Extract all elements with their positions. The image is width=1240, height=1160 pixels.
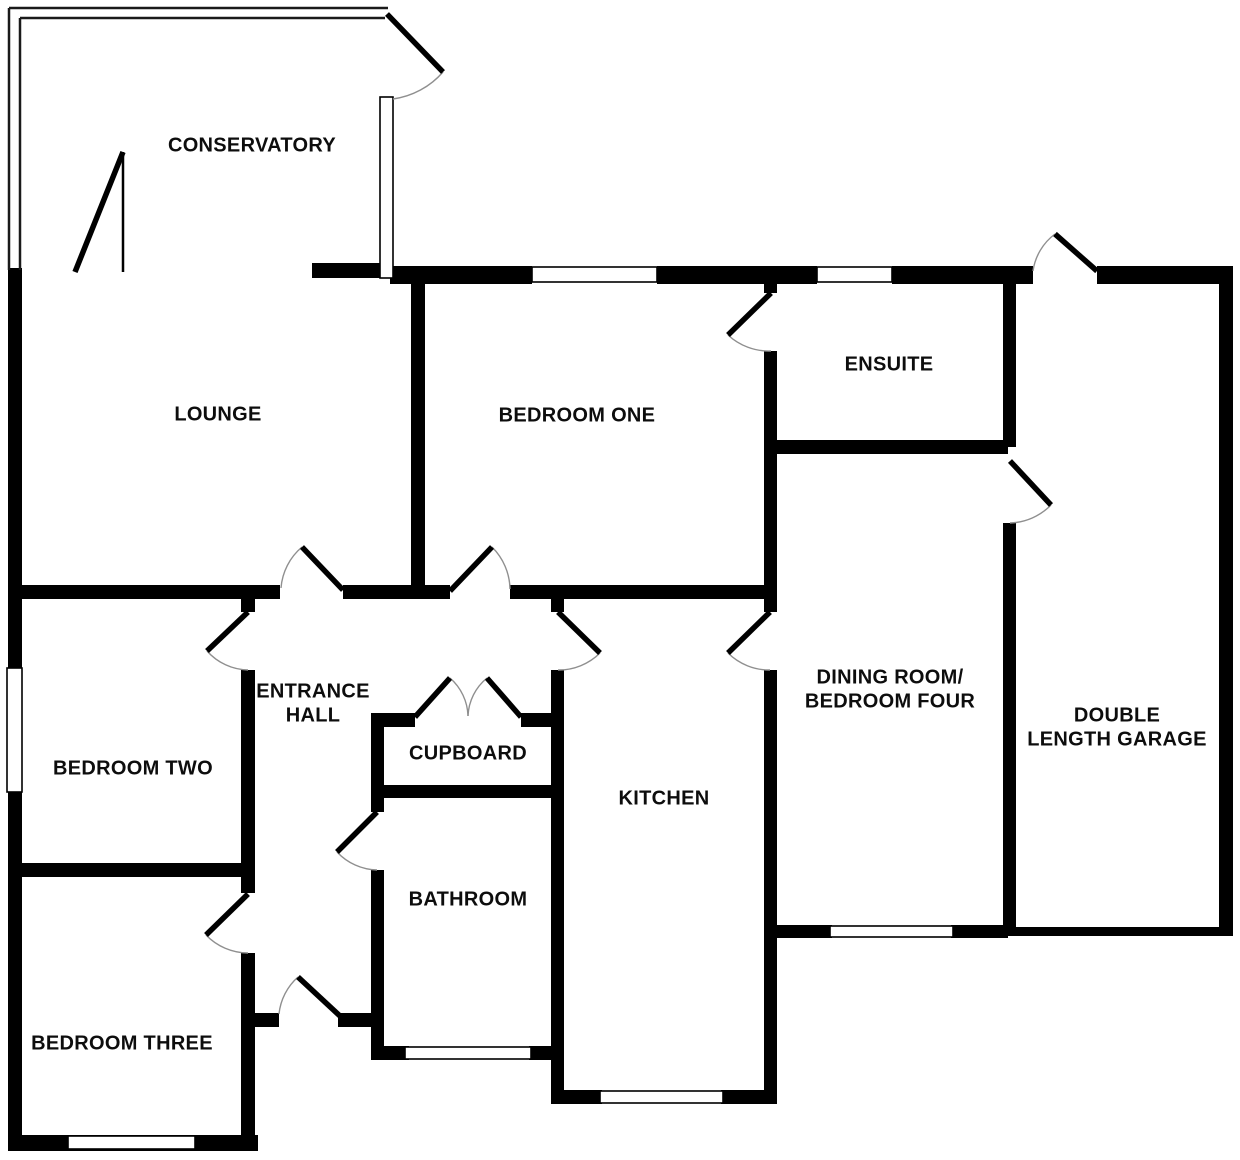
window-dining-window	[829, 925, 954, 938]
kitchen-door-leaf	[556, 610, 602, 655]
wall-garage-left-upper	[1003, 270, 1016, 447]
wall-bathroom-left-lower	[371, 870, 384, 1060]
cupboard-door-right-leaf	[484, 676, 524, 719]
bedroom-two-door-swing-arc	[206, 650, 249, 671]
wall-garage-bottom	[1008, 927, 1233, 936]
garage-side-door-leaf	[1053, 231, 1099, 274]
window-bathroom-window	[404, 1046, 532, 1060]
wall-bathroom-bottom-right	[529, 1046, 564, 1060]
bathroom-door-leaf	[335, 810, 379, 854]
ensuite-door-swing-arc	[727, 334, 772, 352]
wall-bed3-right	[241, 953, 255, 1151]
cupboard-door-left-leaf	[412, 676, 453, 719]
bedroom-one-door-leaf	[448, 545, 494, 593]
garage-side-door-swing-arc	[1032, 233, 1056, 272]
wall-kitchen-bottom-right	[721, 1090, 777, 1104]
wall-cupboard-top-right	[521, 713, 564, 727]
wall-bed1-ensuite-divider	[764, 351, 777, 592]
conservatory-right-wall	[379, 96, 394, 279]
wall-ensuite-bottom	[764, 440, 1008, 454]
room-label-bedroom-three: BEDROOM THREE	[31, 1032, 213, 1054]
room-label-bedroom-one: BEDROOM ONE	[499, 404, 656, 426]
cupboard-door-right-swing-arc	[467, 677, 488, 717]
bathroom-door-swing-arc	[336, 851, 378, 871]
wall-top-ensuite-right	[892, 266, 1033, 284]
kitchen-door-swing-arc	[557, 652, 601, 671]
wall-kitchen-bottom-left	[551, 1090, 602, 1104]
wall-dining-left-stub	[764, 592, 777, 612]
wall-garage-right	[1219, 266, 1233, 936]
wall-bathroom-left-upper	[371, 713, 384, 812]
room-label-bedroom-two: BEDROOM TWO	[53, 757, 213, 779]
conservatory-lounge-door-leaf	[72, 150, 126, 274]
dining-garage-door-swing-arc	[1009, 504, 1052, 524]
room-label-dining-room-bedroom-four: DINING ROOM/BEDROOM FOUR	[805, 666, 976, 712]
front-door-swing-arc	[278, 976, 299, 1015]
wall-bed2-right	[241, 670, 255, 893]
wall-kitchen-left-stub	[551, 593, 564, 612]
wall-dining-bottom-right	[951, 925, 1008, 938]
wall-mid-wall-west	[8, 585, 280, 599]
wall-front-wall-right	[338, 1013, 384, 1027]
room-label-ensuite: ENSUITE	[845, 353, 934, 375]
room-label-conservatory: CONSERVATORY	[168, 134, 336, 156]
wall-bed1-left	[411, 273, 425, 592]
lounge-door-swing-arc	[280, 546, 303, 589]
window-bed1-top-window	[531, 266, 658, 283]
window-bed3-window	[67, 1135, 196, 1150]
room-label-lounge: LOUNGE	[174, 403, 261, 425]
wall-kitchen-left	[551, 670, 564, 1104]
wall-mid-wall-east	[510, 585, 770, 599]
wall-mid-wall-center	[343, 585, 450, 599]
wall-ensuite-door-stub	[764, 284, 777, 293]
wall-bed2-bottom	[8, 863, 255, 877]
wall-garage-left-lower	[1003, 523, 1016, 936]
wall-bathroom-bottom-left	[371, 1046, 409, 1060]
wall-top-garage	[1097, 266, 1233, 284]
wall-dining-bottom-left	[764, 925, 832, 938]
room-label-bathroom: BATHROOM	[409, 888, 528, 910]
wall-cupboard-bottom	[371, 785, 564, 798]
wall-bed2-right-stub	[241, 592, 255, 612]
room-label-cupboard: CUPBOARD	[409, 742, 527, 764]
front-door-leaf	[296, 974, 342, 1019]
bedroom-two-door-leaf	[205, 610, 250, 653]
wall-kitchen-right	[764, 670, 777, 1104]
room-label-kitchen: KITCHEN	[619, 787, 710, 809]
conservatory-exterior-door-leaf	[385, 12, 445, 74]
window-kitchen-window	[599, 1090, 724, 1104]
dining-room-door-leaf	[726, 610, 772, 655]
window-ensuite-top-window	[816, 266, 893, 283]
window-bed2-left-window	[6, 667, 23, 793]
wall-top-mid	[657, 266, 817, 284]
bedroom-three-door-swing-arc	[205, 934, 249, 954]
wall-top-behind-conservatory	[312, 263, 392, 278]
bedroom-one-door-swing-arc	[491, 546, 511, 590]
wall-front-wall-left	[241, 1013, 279, 1027]
ensuite-door-leaf	[726, 291, 773, 337]
cupboard-door-left-swing-arc	[449, 677, 469, 717]
wall-top-bed1-left	[390, 266, 532, 284]
bedroom-three-door-leaf	[204, 892, 250, 937]
dining-room-door-swing-arc	[727, 652, 771, 671]
conservatory-exterior-door-swing-arc	[392, 71, 444, 100]
dining-garage-door-leaf	[1007, 459, 1054, 507]
lounge-door-leaf	[300, 545, 345, 592]
